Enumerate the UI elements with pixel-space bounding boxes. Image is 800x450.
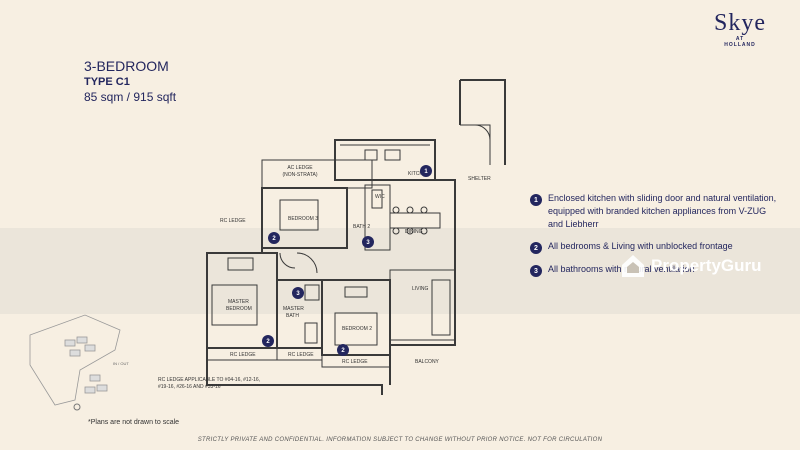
svg-text:3: 3 (296, 291, 300, 297)
svg-text:2: 2 (266, 339, 270, 345)
label-rc-ledge-1: RC LEDGE (230, 352, 256, 358)
footer-disclaimer: STRICTLY PRIVATE AND CONFIDENTIAL. INFOR… (197, 437, 603, 443)
label-ac-ledge: AC LEDGE (287, 165, 313, 171)
label-wic: WIC (375, 194, 385, 200)
svg-text:3: 3 (366, 240, 370, 246)
svg-text:2: 2 (272, 236, 276, 242)
label-kitchen: KITCHEN (408, 171, 430, 177)
brand-logo: Skye AT HOLLAND (700, 10, 780, 48)
label-bedroom2: BEDROOM 2 (342, 326, 372, 332)
feature-item: 2 All bedrooms & Living with unblocked f… (530, 240, 780, 254)
house-icon (622, 255, 644, 277)
unit-size: 85 sqm / 915 sqft (84, 90, 177, 104)
watermark-band (0, 228, 800, 314)
marker-3-master-bath: 3 (292, 287, 304, 299)
feature-list: 1 Enclosed kitchen with sliding door and… (530, 192, 780, 286)
label-non-strata: (NON-STRATA) (282, 172, 317, 178)
feature-badge: 1 (530, 194, 542, 206)
brand-sub-1: AT (735, 36, 745, 42)
feature-text: All bathrooms with natural ventilation (548, 264, 695, 274)
floor-plan: AC LEDGE (NON-STRATA) KITCHEN BEDROOM 3 … (158, 79, 506, 395)
label-rc-ledge-3: RC LEDGE (342, 359, 368, 365)
feature-text: Enclosed kitchen with sliding door and n… (548, 193, 777, 229)
label-master-bedroom-2: BEDROOM (226, 306, 252, 312)
svg-text:2: 2 (341, 348, 345, 354)
brand-name: Skye (714, 10, 766, 36)
label-shelter: SHELTER (468, 176, 491, 182)
label-bedroom3: BEDROOM 3 (288, 216, 318, 222)
unit-type: TYPE C1 (84, 76, 130, 88)
label-master-bath-2: BATH (286, 313, 299, 319)
site-in-out-label: IN / OUT (113, 361, 129, 366)
marker-2-bedroom2: 2 (337, 344, 349, 356)
label-master-bedroom-1: MASTER (228, 299, 249, 305)
scale-note: *Plans are not drawn to scale (88, 419, 180, 426)
label-rc-note-2: #19-16, #26-16 AND #33-16 (158, 384, 221, 390)
label-dining: DINING (405, 229, 423, 235)
feature-item: 1 Enclosed kitchen with sliding door and… (530, 192, 780, 231)
watermark: PropertyGuru (620, 253, 762, 279)
marker-1-kitchen: 1 (420, 165, 432, 177)
svg-text:1: 1 (424, 169, 428, 175)
watermark-text: PropertyGuru (651, 256, 762, 275)
label-rc-note-1: RC LEDGE APPLICABLE TO #04-16, #12-16, (158, 377, 260, 383)
label-rc-ledge-2: RC LEDGE (288, 352, 314, 358)
feature-badge: 2 (530, 242, 542, 254)
marker-2-master-bedroom: 2 (262, 335, 274, 347)
feature-text: All bedrooms & Living with unblocked fro… (548, 241, 733, 251)
marker-3-bath2: 3 (362, 236, 374, 248)
brand-sub-2: HOLLAND (724, 42, 756, 48)
label-master-bath-1: MASTER (283, 306, 304, 312)
label-rc-ledge-4: RC LEDGE (220, 218, 246, 224)
feature-badge: 3 (530, 265, 542, 277)
feature-item: 3 All bathrooms with natural ventilation (530, 263, 780, 277)
unit-title: 3-BEDROOM (84, 58, 169, 74)
label-living: LIVING (412, 286, 429, 292)
site-plan: IN / OUT (29, 314, 129, 411)
label-bath2: BATH 2 (353, 224, 370, 230)
marker-2-bedroom3: 2 (268, 232, 280, 244)
label-balcony: BALCONY (415, 359, 440, 365)
